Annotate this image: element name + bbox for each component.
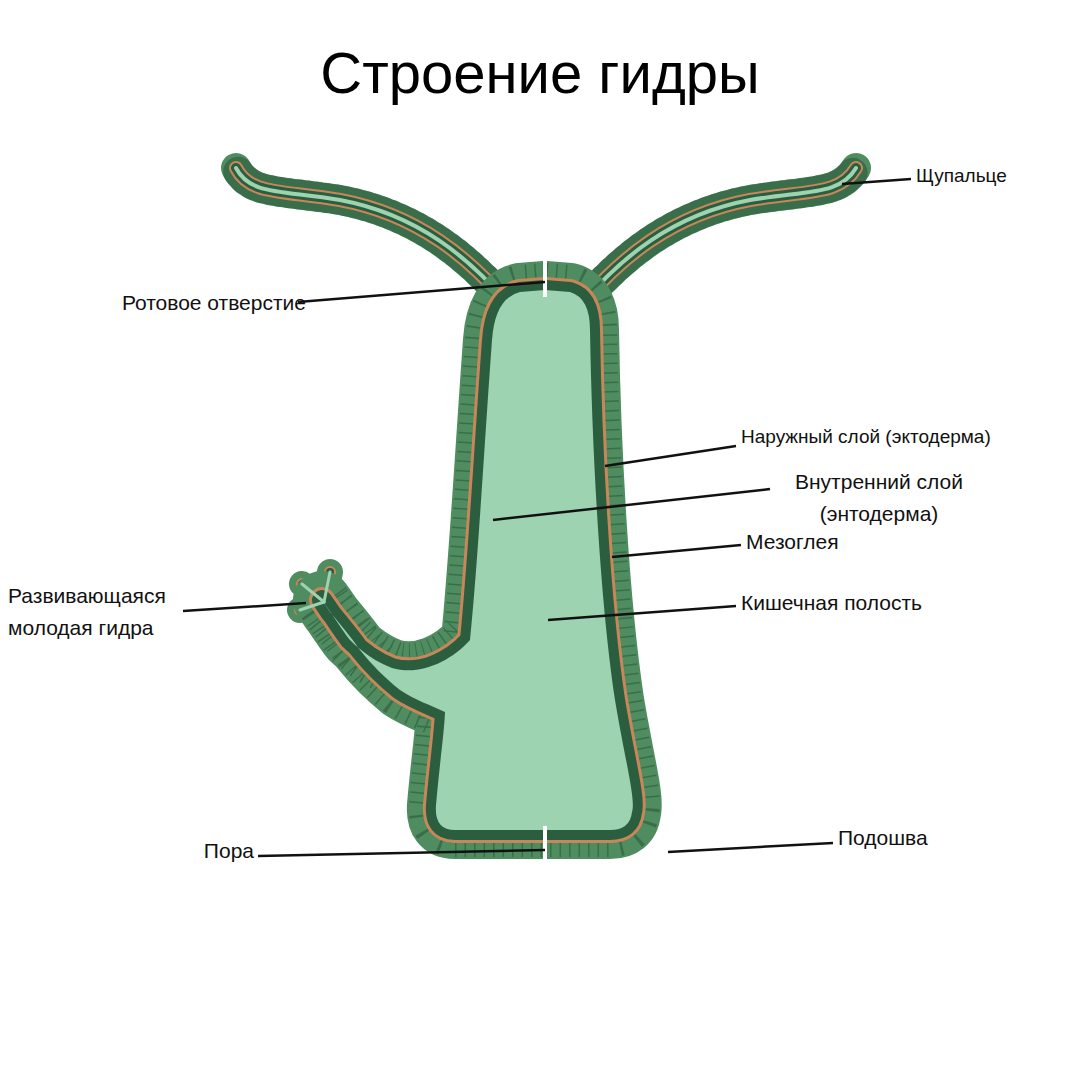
leader-line: [298, 282, 545, 302]
part-label: Ротовое отверстие: [6, 287, 306, 319]
part-label: Подошва: [838, 822, 1038, 854]
part-label: Наружный слой (эктодерма): [741, 423, 1077, 452]
part-label: Внутренний слой (энтодерма): [772, 466, 986, 529]
leader-line: [548, 606, 736, 620]
leader-line: [493, 489, 770, 520]
part-label: Развивающаяся молодая гидра: [8, 580, 200, 643]
leader-line: [605, 446, 736, 466]
leader-line: [668, 843, 833, 852]
diagram-title: Строение гидры: [0, 38, 1080, 108]
leader-line: [842, 179, 911, 184]
openings: [543, 256, 547, 866]
part-label: Пора: [134, 835, 254, 867]
tentacles: [236, 168, 856, 300]
part-label: Щупальце: [916, 162, 1076, 191]
mouth-gap: [543, 256, 547, 297]
leader-line: [612, 545, 741, 557]
leader-line: [258, 850, 545, 856]
leader-lines: [183, 179, 911, 856]
leader-line: [183, 603, 306, 611]
part-label: Кишечная полость: [741, 587, 1041, 619]
hydra-body: [322, 290, 633, 830]
part-label: Мезоглея: [746, 526, 946, 558]
pore-gap: [543, 826, 547, 866]
